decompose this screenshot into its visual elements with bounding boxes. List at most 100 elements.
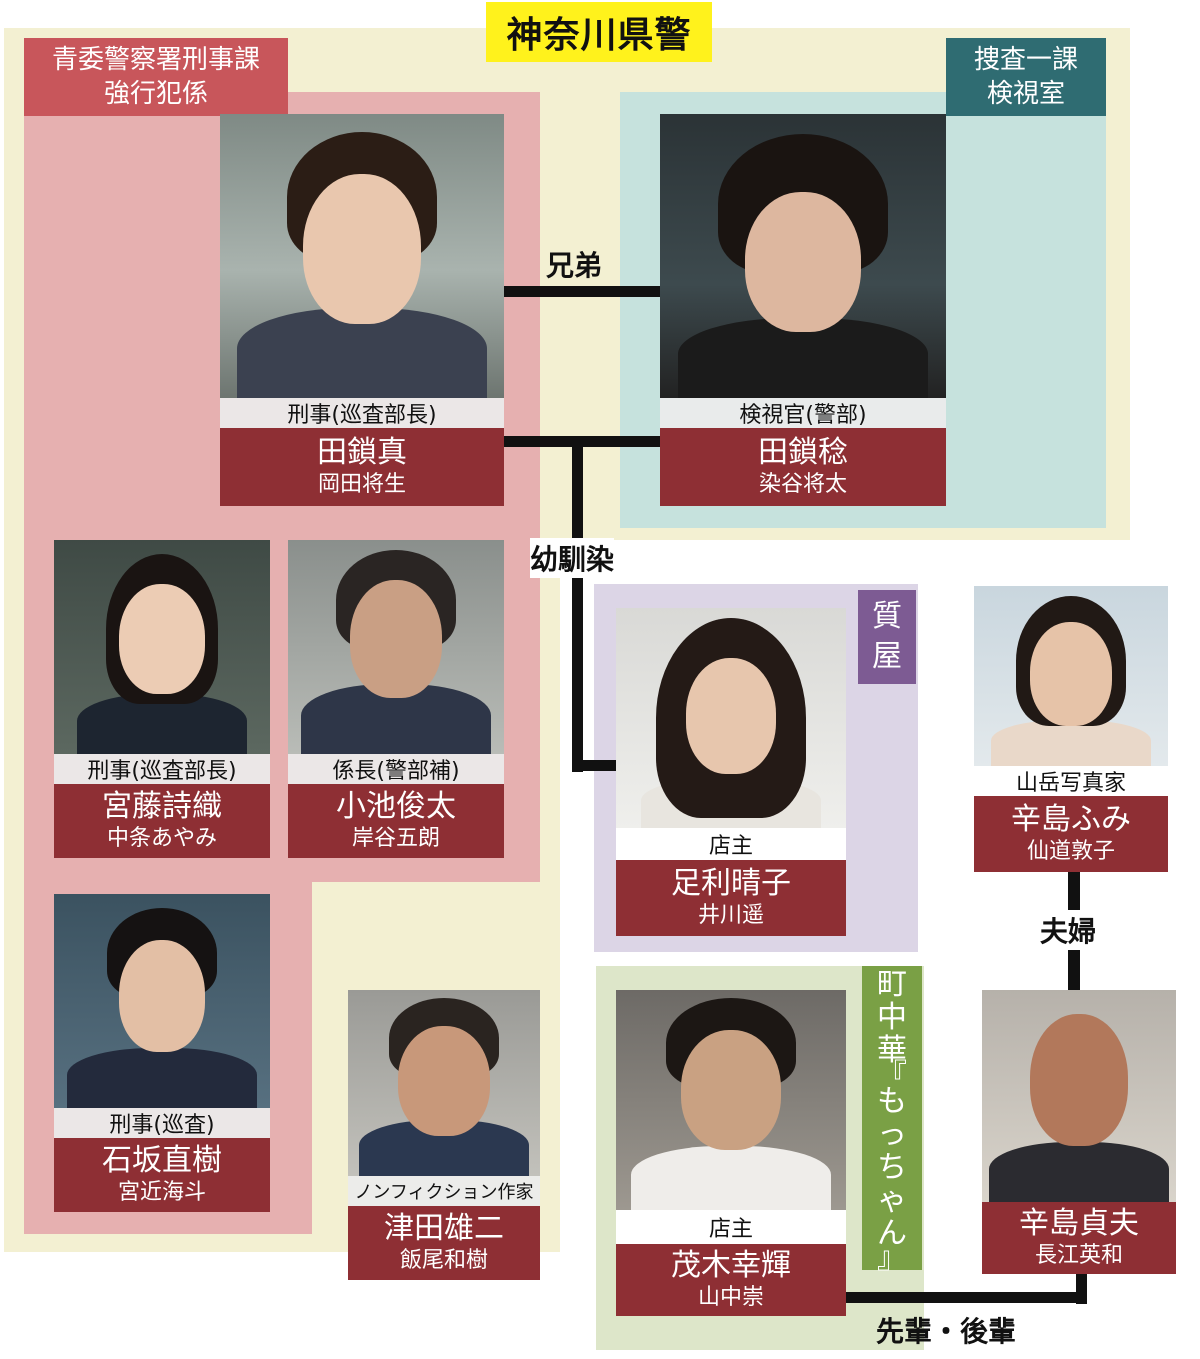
aokan-label-line1: 青委警察署刑事課 <box>51 45 260 75</box>
character-name: 小池俊太 <box>336 789 456 824</box>
portrait-photo <box>288 540 504 754</box>
role-label: 係長(警部補) <box>288 754 504 784</box>
portrait-face <box>119 940 205 1052</box>
machi-char: 中 <box>877 1000 907 1035</box>
kenshi-label-line2: 検視室 <box>986 79 1065 109</box>
brothers-line <box>504 286 660 297</box>
role-label: 検視官(警部) <box>660 398 946 428</box>
shichiya-label: 質 屋 <box>858 590 916 684</box>
actor-name: 仙道敦子 <box>1026 839 1115 864</box>
name-box: 宮藤詩織 中条あやみ <box>54 784 270 858</box>
portrait-body <box>989 1142 1169 1202</box>
actor-name: 岸谷五朗 <box>351 826 440 851</box>
machi-char: 』 <box>877 1241 907 1276</box>
machi-chuka-label: 町 中 華 『 も っ ち ゃ ん 』 <box>862 966 922 1276</box>
portrait-face <box>350 580 442 698</box>
actor-name: 宮近海斗 <box>117 1180 206 1205</box>
childhood-line-to-ashikaga <box>572 760 616 771</box>
actor-name: 染谷将太 <box>758 472 847 497</box>
role-label: 刑事(巡査部長) <box>220 398 504 428</box>
portrait-body <box>77 694 247 754</box>
portrait-face <box>398 1026 490 1136</box>
machi-char: っ <box>877 1117 907 1152</box>
character-name: 辛島貞夫 <box>1019 1206 1139 1241</box>
machi-char: 『 <box>877 1058 907 1093</box>
name-box: 小池俊太 岸谷五朗 <box>288 784 504 858</box>
person-card-shin[interactable]: 刑事(巡査部長) 田鎖真 岡田将生 <box>220 114 504 506</box>
character-name: 石坂直樹 <box>102 1143 222 1178</box>
machi-char: ゃ <box>877 1183 907 1218</box>
portrait-face <box>681 1030 781 1150</box>
character-name: 辛島ふみ <box>1011 802 1131 837</box>
role-label: 店主 <box>616 1210 846 1244</box>
name-box: 津田雄二 飯尾和樹 <box>348 1206 540 1280</box>
name-box: 田鎖真 岡田将生 <box>220 428 504 506</box>
kenshi-label-line1: 捜査一課 <box>973 45 1078 75</box>
prefecture-title: 神奈川県警 <box>486 2 712 62</box>
machi-char: ん <box>877 1216 907 1251</box>
actor-name: 長江英和 <box>1034 1243 1123 1268</box>
childhood-line-vertical <box>572 436 583 772</box>
name-box: 田鎖稔 染谷将太 <box>660 428 946 506</box>
role-label: 刑事(巡査) <box>54 1108 270 1138</box>
senpai-line-horizontal <box>846 1292 1087 1303</box>
relation-childhood-friends-label: 幼馴染 <box>530 538 615 578</box>
machi-char: 町 <box>877 967 907 1002</box>
portrait-photo <box>660 114 946 398</box>
name-box: 石坂直樹 宮近海斗 <box>54 1138 270 1212</box>
portrait-body <box>991 720 1151 766</box>
aokan-label-line2: 強行犯係 <box>103 79 208 109</box>
relation-senpai-kohai-label: 先輩・後輩 <box>876 1315 1017 1348</box>
portrait-photo <box>348 990 540 1176</box>
portrait-face <box>686 658 776 774</box>
aokan-division-label: 青委警察署刑事課 強行犯係 <box>24 38 288 116</box>
senpai-line-vertical <box>1076 1274 1087 1304</box>
role-label: 山岳写真家 <box>974 766 1168 796</box>
character-name: 宮藤詩織 <box>102 789 222 824</box>
relation-brothers-label: 兄弟 <box>546 249 603 282</box>
portrait-face <box>119 584 205 694</box>
portrait-body <box>67 1048 257 1108</box>
person-card-ishizaka[interactable]: 刑事(巡査) 石坂直樹 宮近海斗 <box>54 894 270 1212</box>
portrait-photo <box>974 586 1168 766</box>
person-card-karashima-fumi[interactable]: 山岳写真家 辛島ふみ 仙道敦子 <box>974 586 1168 872</box>
portrait-face <box>745 192 861 332</box>
portrait-photo <box>54 540 270 754</box>
portrait-photo <box>220 114 504 398</box>
shichiya-char: 屋 <box>872 639 902 674</box>
portrait-face <box>1030 622 1112 726</box>
character-name: 田鎖稔 <box>758 435 848 470</box>
portrait-body <box>631 1146 831 1210</box>
character-name: 津田雄二 <box>384 1211 504 1246</box>
portrait-photo <box>616 608 846 828</box>
person-card-moteki[interactable]: 店主 茂木幸輝 山中崇 <box>616 990 846 1316</box>
character-name: 田鎖真 <box>317 435 407 470</box>
name-box: 茂木幸輝 山中崇 <box>616 1244 846 1316</box>
portrait-photo <box>616 990 846 1210</box>
kenshi-division-label: 捜査一課 検視室 <box>946 38 1106 116</box>
actor-name: 岡田将生 <box>317 472 406 497</box>
role-label: 店主 <box>616 828 846 860</box>
person-card-ashikaga[interactable]: 店主 足利晴子 井川遥 <box>616 608 846 936</box>
machi-char: も <box>877 1084 907 1119</box>
portrait-face <box>1030 1014 1128 1146</box>
person-card-karashima-sadao[interactable]: 辛島貞夫 長江英和 <box>982 990 1176 1274</box>
person-card-minoru[interactable]: 検視官(警部) 田鎖稔 染谷将太 <box>660 114 946 506</box>
role-label: ノンフィクション作家 <box>348 1176 540 1206</box>
portrait-face <box>303 174 421 324</box>
person-card-koike[interactable]: 係長(警部補) 小池俊太 岸谷五朗 <box>288 540 504 858</box>
role-label: 刑事(巡査部長) <box>54 754 270 784</box>
actor-name: 中条あやみ <box>106 826 217 851</box>
name-box: 辛島貞夫 長江英和 <box>982 1202 1176 1274</box>
person-card-tsuda[interactable]: ノンフィクション作家 津田雄二 飯尾和樹 <box>348 990 540 1280</box>
actor-name: 井川遥 <box>697 903 764 928</box>
portrait-photo <box>982 990 1176 1202</box>
character-name: 茂木幸輝 <box>671 1248 791 1283</box>
character-name: 足利晴子 <box>671 866 791 901</box>
actor-name: 飯尾和樹 <box>399 1248 488 1273</box>
actor-name: 山中崇 <box>697 1285 764 1310</box>
machi-char: 華 <box>877 1033 907 1068</box>
name-box: 足利晴子 井川遥 <box>616 860 846 936</box>
relation-couple-label: 夫婦 <box>1040 910 1097 950</box>
person-card-miyafuji[interactable]: 刑事(巡査部長) 宮藤詩織 中条あやみ <box>54 540 270 858</box>
